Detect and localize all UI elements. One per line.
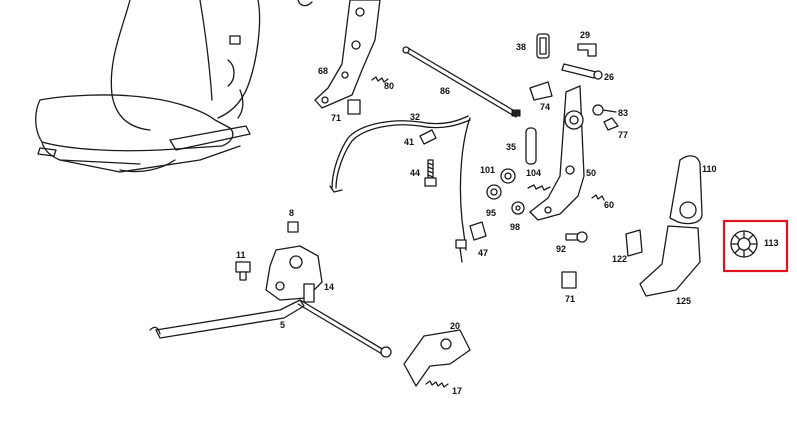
part-47-clip [469, 221, 487, 241]
rod-86 [402, 46, 521, 118]
part-38-clip [536, 33, 550, 59]
callout-47: 47 [478, 248, 488, 258]
callout-71-upper: 71 [331, 113, 341, 123]
callout-8: 8 [289, 208, 294, 218]
part-80-spring [371, 76, 389, 83]
callout-86: 86 [440, 86, 450, 96]
callout-101: 101 [480, 165, 495, 175]
cable-32 [329, 115, 471, 263]
callout-50: 50 [586, 168, 596, 178]
part-14-clip [303, 283, 315, 303]
callout-95: 95 [486, 208, 496, 218]
cover-110 [669, 155, 703, 225]
callout-11: 11 [236, 250, 246, 260]
callout-32: 32 [410, 112, 420, 122]
part-29-clip [577, 43, 597, 57]
callout-80: 80 [384, 81, 394, 91]
part-83-screw [592, 104, 617, 116]
part-122-bracket [625, 229, 643, 257]
callout-113: 113 [764, 238, 779, 248]
part-44-screw [424, 159, 437, 187]
part-35-spacer [525, 127, 537, 165]
callout-110: 110 [702, 164, 717, 174]
callout-29: 29 [580, 30, 590, 40]
callout-labels: 5 8 11 14 17 20 26 29 32 35 38 41 44 47 … [236, 30, 779, 396]
highlight-box-113 [722, 219, 789, 273]
callout-83: 83 [618, 108, 628, 118]
callout-104: 104 [526, 168, 541, 178]
seat-illustration [35, 0, 261, 173]
part-17-spring [425, 380, 449, 388]
part-41-clip [419, 129, 437, 145]
callout-38: 38 [516, 42, 526, 52]
part-113-knob[interactable] [730, 230, 758, 258]
callout-68: 68 [318, 66, 328, 76]
part-95-bushing [486, 184, 502, 200]
callout-44: 44 [410, 168, 420, 178]
callout-60: 60 [604, 200, 614, 210]
callout-41: 41 [404, 137, 414, 147]
part-11-bolt [235, 261, 251, 281]
callout-71-lower: 71 [565, 294, 575, 304]
rail-5 [149, 299, 392, 358]
callout-20: 20 [450, 321, 460, 331]
part-26-pin [561, 63, 603, 80]
callout-14: 14 [324, 282, 334, 292]
cover-125 [639, 225, 701, 297]
callout-35: 35 [506, 142, 516, 152]
callout-92: 92 [556, 244, 566, 254]
part-60-spring [591, 194, 605, 201]
callout-98: 98 [510, 222, 520, 232]
part-77-washer [603, 117, 619, 131]
part-74-bracket [529, 81, 553, 101]
callout-26: 26 [604, 72, 614, 82]
part-8-nut [287, 221, 299, 233]
callout-5: 5 [280, 320, 285, 330]
part-98-washer [511, 201, 525, 215]
part-104-spring [527, 184, 551, 191]
callout-74: 74 [540, 102, 550, 112]
part-101-bushing [500, 168, 516, 184]
callout-77: 77 [618, 130, 628, 140]
callout-125: 125 [676, 296, 691, 306]
callout-122: 122 [612, 254, 627, 264]
part-71-clip-lower [561, 271, 577, 289]
bracket-68 [297, 0, 381, 109]
bracket-20 [403, 329, 471, 387]
plate-50 [529, 85, 585, 221]
part-92-bolt [565, 231, 588, 243]
part-71-clip-upper [347, 99, 361, 115]
callout-17: 17 [452, 386, 462, 396]
